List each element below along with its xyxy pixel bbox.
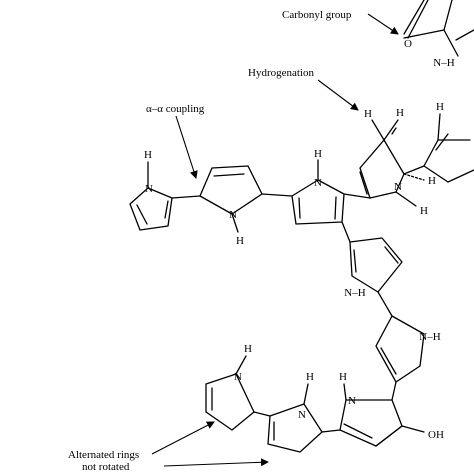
pyrrole-ring-b xyxy=(199,165,293,233)
not-rotated-label: not rotated xyxy=(82,461,130,473)
ring-a-hydrogen: H xyxy=(144,149,152,161)
ring-b-hydrogen: H xyxy=(236,235,244,247)
pyrrole-ring-f xyxy=(349,237,403,317)
ring-e-hydrogen: H xyxy=(436,101,444,113)
pyrrole-ring-i xyxy=(253,383,323,453)
ring-j-nitrogen: N xyxy=(234,371,242,383)
alpha-coupling-label: α–α coupling xyxy=(146,103,205,115)
ring-j-hydrogen: H xyxy=(244,343,252,355)
ring-h-nitrogen: N xyxy=(348,395,356,407)
ring-a-nitrogen: N xyxy=(145,183,153,195)
ring-c-nitrogen: N xyxy=(314,177,322,189)
coupling-arrow xyxy=(175,115,198,179)
pyrrole-ring-c xyxy=(291,159,371,243)
ring-i-hydrogen: H xyxy=(306,371,314,383)
alternated-arrow-2 xyxy=(163,458,269,467)
alternated-rings-label: Alternated rings xyxy=(68,449,139,461)
ring-f-nh: N–H xyxy=(344,287,365,299)
ring-d-n-hydrogen: H xyxy=(420,205,428,217)
carbonyl-ring-top xyxy=(403,0,474,57)
pyrrole-ring-e xyxy=(423,113,474,183)
carbonyl-oxygen: O xyxy=(404,38,412,50)
ring-d-hydrogen-1: H xyxy=(364,108,372,120)
ring-c-hydrogen: H xyxy=(314,148,322,160)
ring-g-nh: N–H xyxy=(419,331,440,343)
carbonyl-group-label: Carbonyl group xyxy=(282,9,352,21)
ring-d-hydrogen-3: H xyxy=(428,175,436,187)
alternated-arrow-1 xyxy=(151,421,215,455)
ring-b-nitrogen: N xyxy=(229,209,237,221)
ring-d-hydrogen-2: H xyxy=(396,107,404,119)
ring-i-nitrogen: N xyxy=(298,409,306,421)
ring-d-nitrogen: N xyxy=(394,181,402,193)
hydroxyl-group: OH xyxy=(428,429,444,441)
pyrrole-ring-a xyxy=(129,161,201,231)
ring-h-hydrogen: H xyxy=(339,371,347,383)
hydrogenation-label: Hydrogenation xyxy=(248,67,314,79)
pyrrole-ring-j xyxy=(205,355,255,431)
pyrrole-ring-d-hydrogenated xyxy=(359,119,425,207)
carbonyl-arrow xyxy=(367,13,399,35)
pyrrole-ring-g xyxy=(375,315,425,401)
pyrrole-ring-h xyxy=(321,383,425,447)
hydrogenation-arrow xyxy=(317,79,359,111)
carbonyl-ring-nh: N–H xyxy=(433,57,454,69)
